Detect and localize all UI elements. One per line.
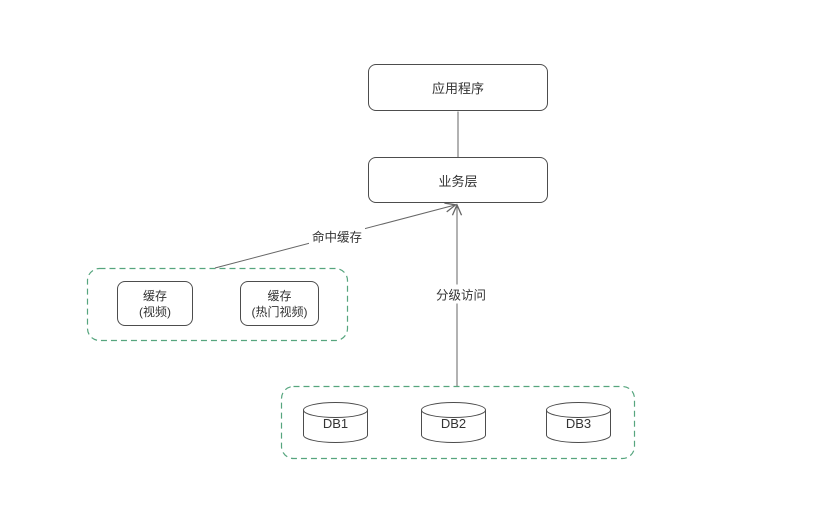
database-icon xyxy=(303,402,368,443)
node-cache-hot-video: 缓存 (热门视频) xyxy=(240,281,319,326)
node-application-label: 应用程序 xyxy=(431,81,484,96)
edge-label-cache-hit: 命中缓存 xyxy=(308,226,366,246)
node-cache-hot-video-subtitle: (热门视频) xyxy=(251,304,308,319)
node-business-layer: 业务层 xyxy=(368,157,548,203)
node-cache-hot-video-title: 缓存 xyxy=(267,288,292,303)
db-group-container xyxy=(280,385,636,460)
node-cache-video-title: 缓存 xyxy=(142,288,167,303)
edge-label-tiered-access: 分级访问 xyxy=(432,284,490,304)
cache-group-container xyxy=(86,267,349,342)
node-db1-label: DB1 xyxy=(322,416,349,431)
node-db2: DB2 xyxy=(421,402,486,443)
database-icon xyxy=(546,402,611,443)
node-db2-label: DB2 xyxy=(440,416,467,431)
node-cache-video-subtitle: (视频) xyxy=(139,304,171,319)
node-db3: DB3 xyxy=(546,402,611,443)
node-business-layer-label: 业务层 xyxy=(438,173,478,189)
node-application: 应用程序 xyxy=(368,64,548,111)
node-db1: DB1 xyxy=(303,402,368,443)
node-db3-label: DB3 xyxy=(565,416,592,431)
database-icon xyxy=(421,402,486,443)
node-cache-video: 缓存 (视频) xyxy=(117,281,193,326)
